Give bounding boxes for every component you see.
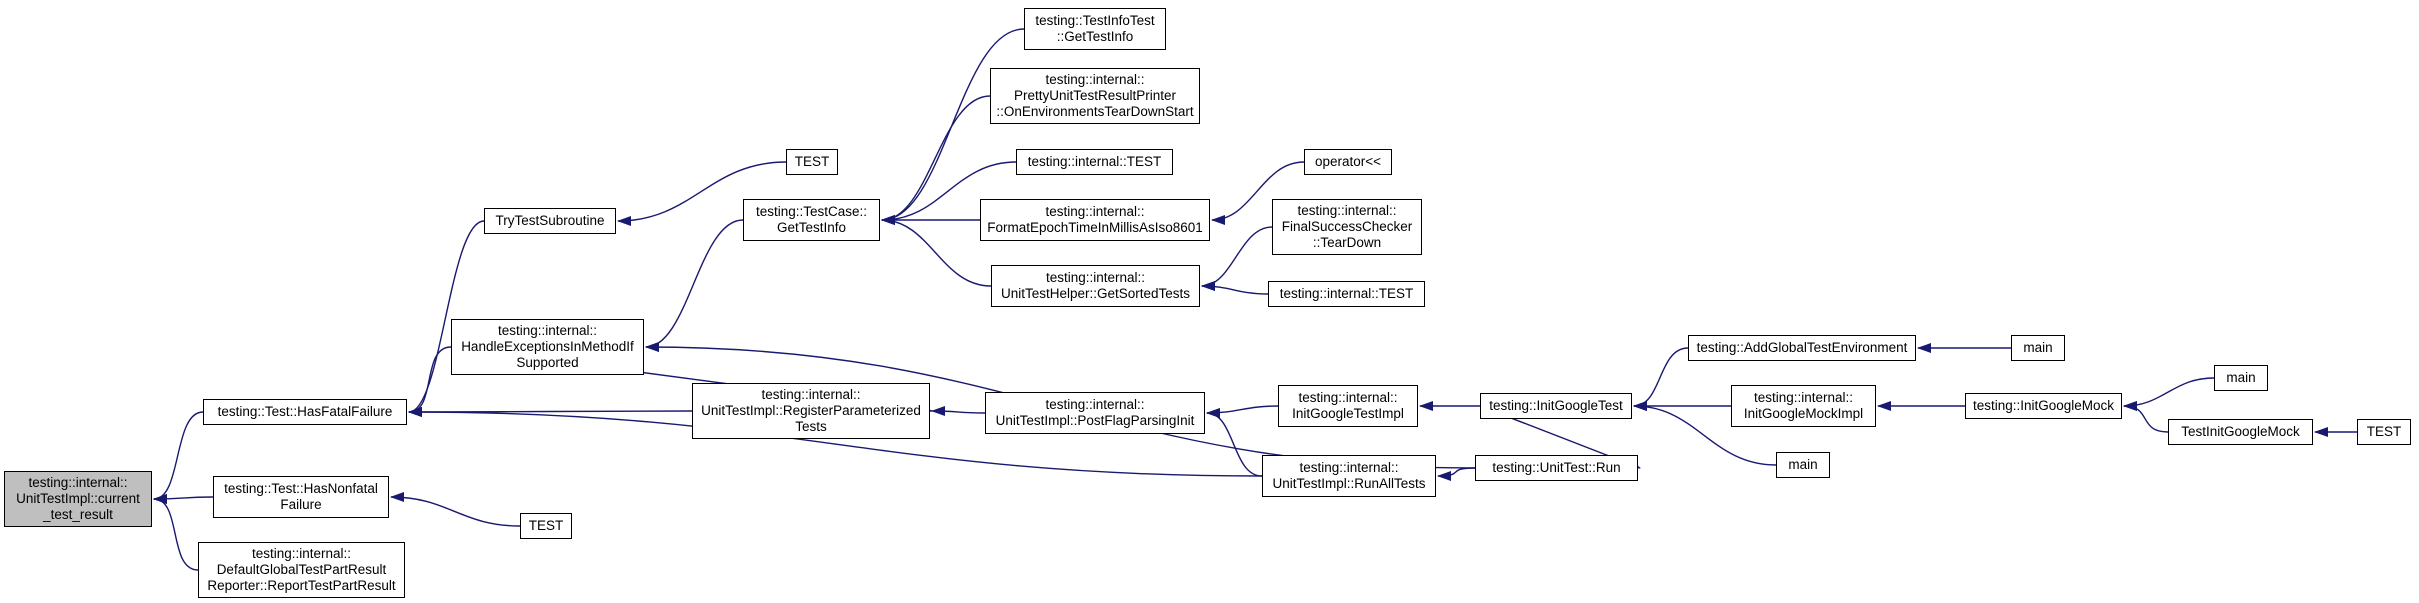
- call-edge: [408, 220, 485, 417]
- call-edge: [881, 215, 992, 287]
- call-edge: [1633, 347, 1689, 411]
- node-label: testing::internal:: UnitTestImpl::PostFl…: [995, 397, 1195, 428]
- node-label: testing::internal:: FinalSuccessChecker …: [1281, 203, 1413, 250]
- node-label: testing::internal:: HandleExceptionsInMe…: [461, 323, 634, 370]
- node-label: testing::UnitTest::Run: [1492, 460, 1621, 475]
- call-edge: [1206, 408, 1263, 477]
- node-label: TEST: [528, 518, 564, 533]
- node-test-info-test-get-test-info[interactable]: testing::TestInfoTest ::GetTestInfo: [1024, 8, 1166, 50]
- call-edge: [153, 493, 214, 504]
- node-label: operator<<: [1314, 154, 1382, 169]
- node-label: main: [1788, 457, 1818, 472]
- call-edge: [881, 161, 1017, 225]
- node-try-test-subroutine[interactable]: TryTestSubroutine: [484, 208, 616, 234]
- node-unit-test-run[interactable]: testing::UnitTest::Run: [1475, 455, 1638, 481]
- node-init-google-mock-impl[interactable]: testing::internal:: InitGoogleMockImpl: [1731, 385, 1876, 427]
- node-label: testing::Test::HasFatalFailure: [217, 404, 393, 419]
- call-edge: [1206, 405, 1279, 418]
- node-main[interactable]: main: [1776, 452, 1830, 478]
- node-label: testing::internal:: PrettyUnitTestResult…: [996, 72, 1194, 119]
- node-add-global-test-environment[interactable]: testing::AddGlobalTestEnvironment: [1688, 335, 1916, 361]
- node-label: testing::internal:: DefaultGlobalTestPar…: [207, 546, 396, 593]
- call-edge: [617, 161, 787, 226]
- node-label: TEST: [794, 154, 830, 169]
- node-internal-test[interactable]: testing::internal::TEST: [1268, 281, 1425, 307]
- call-edge: [1201, 226, 1273, 291]
- node-internal-test[interactable]: testing::internal::TEST: [1016, 149, 1173, 175]
- call-edge: [645, 219, 744, 352]
- call-edge: [153, 494, 199, 571]
- node-label: TEST: [2366, 424, 2402, 439]
- node-report-test-part-result[interactable]: testing::internal:: DefaultGlobalTestPar…: [198, 542, 405, 598]
- node-final-success-checker-tear-down[interactable]: testing::internal:: FinalSuccessChecker …: [1272, 199, 1422, 255]
- node-label: testing::AddGlobalTestEnvironment: [1696, 340, 1908, 355]
- call-edge: [1201, 281, 1269, 295]
- node-label: main: [2226, 370, 2256, 385]
- node-init-google-test-impl[interactable]: testing::internal:: InitGoogleTestImpl: [1278, 385, 1418, 427]
- node-label: main: [2023, 340, 2053, 355]
- node-label: testing::internal:: FormatEpochTimeInMil…: [987, 204, 1203, 235]
- node-operator-stream[interactable]: operator<<: [1304, 149, 1392, 175]
- node-run-all-tests[interactable]: testing::internal:: UnitTestImpl::RunAll…: [1262, 455, 1436, 497]
- node-get-sorted-tests[interactable]: testing::internal:: UnitTestHelper::GetS…: [991, 265, 1200, 307]
- call-edge: [931, 406, 986, 417]
- node-test[interactable]: TEST: [2357, 419, 2411, 445]
- call-edge: [1437, 467, 1476, 481]
- node-label: testing::internal::TEST: [1279, 286, 1414, 301]
- node-main[interactable]: main: [2011, 335, 2065, 361]
- node-register-parameterized-tests[interactable]: testing::internal:: UnitTestImpl::Regist…: [692, 383, 930, 439]
- node-label: testing::internal:: UnitTestHelper::GetS…: [1000, 270, 1191, 301]
- node-current-test-result: testing::internal:: UnitTestImpl::curren…: [4, 471, 152, 527]
- node-label: testing::TestInfoTest ::GetTestInfo: [1035, 13, 1155, 44]
- node-label: testing::InitGoogleTest: [1489, 398, 1623, 413]
- call-edge: [1633, 401, 1777, 466]
- node-test-case-get-test-info[interactable]: testing::TestCase:: GetTestInfo: [743, 199, 880, 241]
- call-edge: [390, 492, 521, 527]
- call-edge: [2123, 377, 2215, 411]
- call-edge: [881, 95, 991, 225]
- node-label: TryTestSubroutine: [495, 213, 605, 228]
- node-label: TestInitGoogleMock: [2181, 424, 2300, 439]
- node-test[interactable]: TEST: [520, 513, 572, 539]
- call-edge: [2123, 401, 2169, 433]
- node-init-google-test[interactable]: testing::InitGoogleTest: [1480, 393, 1632, 419]
- node-label: testing::internal:: UnitTestImpl::Regist…: [701, 387, 921, 434]
- node-post-flag-parsing-init[interactable]: testing::internal:: UnitTestImpl::PostFl…: [985, 392, 1205, 434]
- node-label: testing::internal:: UnitTestImpl::curren…: [16, 475, 140, 522]
- node-has-fatal-failure[interactable]: testing::Test::HasFatalFailure: [203, 399, 407, 425]
- node-on-environments-tear-down-start[interactable]: testing::internal:: PrettyUnitTestResult…: [990, 68, 1200, 124]
- node-format-epoch-time[interactable]: testing::internal:: FormatEpochTimeInMil…: [980, 199, 1210, 241]
- node-label: testing::internal:: UnitTestImpl::RunAll…: [1272, 460, 1426, 491]
- node-label: testing::internal::TEST: [1027, 154, 1162, 169]
- node-init-google-mock[interactable]: testing::InitGoogleMock: [1965, 393, 2122, 419]
- node-label: testing::InitGoogleMock: [1972, 398, 2115, 413]
- node-test[interactable]: TEST: [786, 149, 838, 175]
- call-edge: [408, 407, 1263, 477]
- node-main[interactable]: main: [2214, 365, 2268, 391]
- node-handle-exceptions[interactable]: testing::internal:: HandleExceptionsInMe…: [451, 319, 644, 375]
- node-test-init-google-mock[interactable]: TestInitGoogleMock: [2168, 419, 2313, 445]
- call-edge: [153, 411, 204, 504]
- call-edge: [1211, 161, 1305, 225]
- node-label: testing::Test::HasNonfatal Failure: [224, 481, 378, 512]
- node-label: testing::internal:: InitGoogleTestImpl: [1292, 390, 1404, 421]
- node-has-nonfatal-failure[interactable]: testing::Test::HasNonfatal Failure: [213, 476, 389, 518]
- node-label: testing::internal:: InitGoogleMockImpl: [1743, 390, 1864, 421]
- node-label: testing::TestCase:: GetTestInfo: [755, 204, 868, 235]
